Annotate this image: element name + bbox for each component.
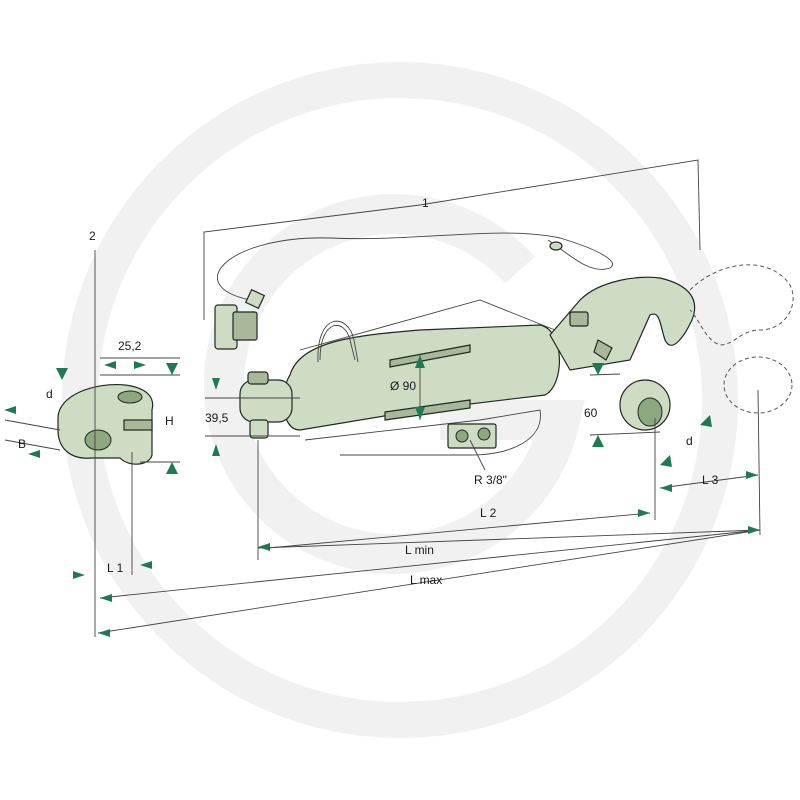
hook-end (549, 264, 794, 414)
dim-l3-label: L 3 (702, 473, 719, 487)
coupling-ball (619, 379, 671, 431)
dim-diameter-90-label: Ø 90 (390, 379, 416, 393)
dim-60-label: 60 (584, 406, 598, 420)
dim-b-label: B (18, 437, 26, 451)
thread-r-label: R 3/8" (474, 473, 507, 487)
dimension-lines (4, 250, 761, 637)
safety-cable (216, 232, 613, 301)
dim-d-right-label: d (686, 434, 693, 448)
dim-d-left-label: d (46, 387, 53, 401)
hydraulic-cylinder (239, 299, 561, 456)
callout-1-leader (203, 159, 701, 320)
dim-l1-label: L 1 (107, 561, 124, 575)
callout-1-label: 1 (422, 196, 429, 210)
dim-25-2-label: 25,2 (118, 339, 142, 353)
callout-2-label: 2 (89, 229, 96, 243)
dim-h-label: H (165, 414, 174, 428)
left-yoke (57, 383, 154, 465)
dim-39-5-label: 39,5 (205, 411, 229, 425)
dim-l-max-label: L max (410, 573, 442, 587)
dim-l-min-label: L min (405, 543, 434, 557)
cable-ferrule (549, 241, 563, 251)
dim-l2-label: L 2 (480, 506, 497, 520)
dimension-arrows (4, 355, 760, 637)
lynch-pin-clip (214, 288, 266, 350)
